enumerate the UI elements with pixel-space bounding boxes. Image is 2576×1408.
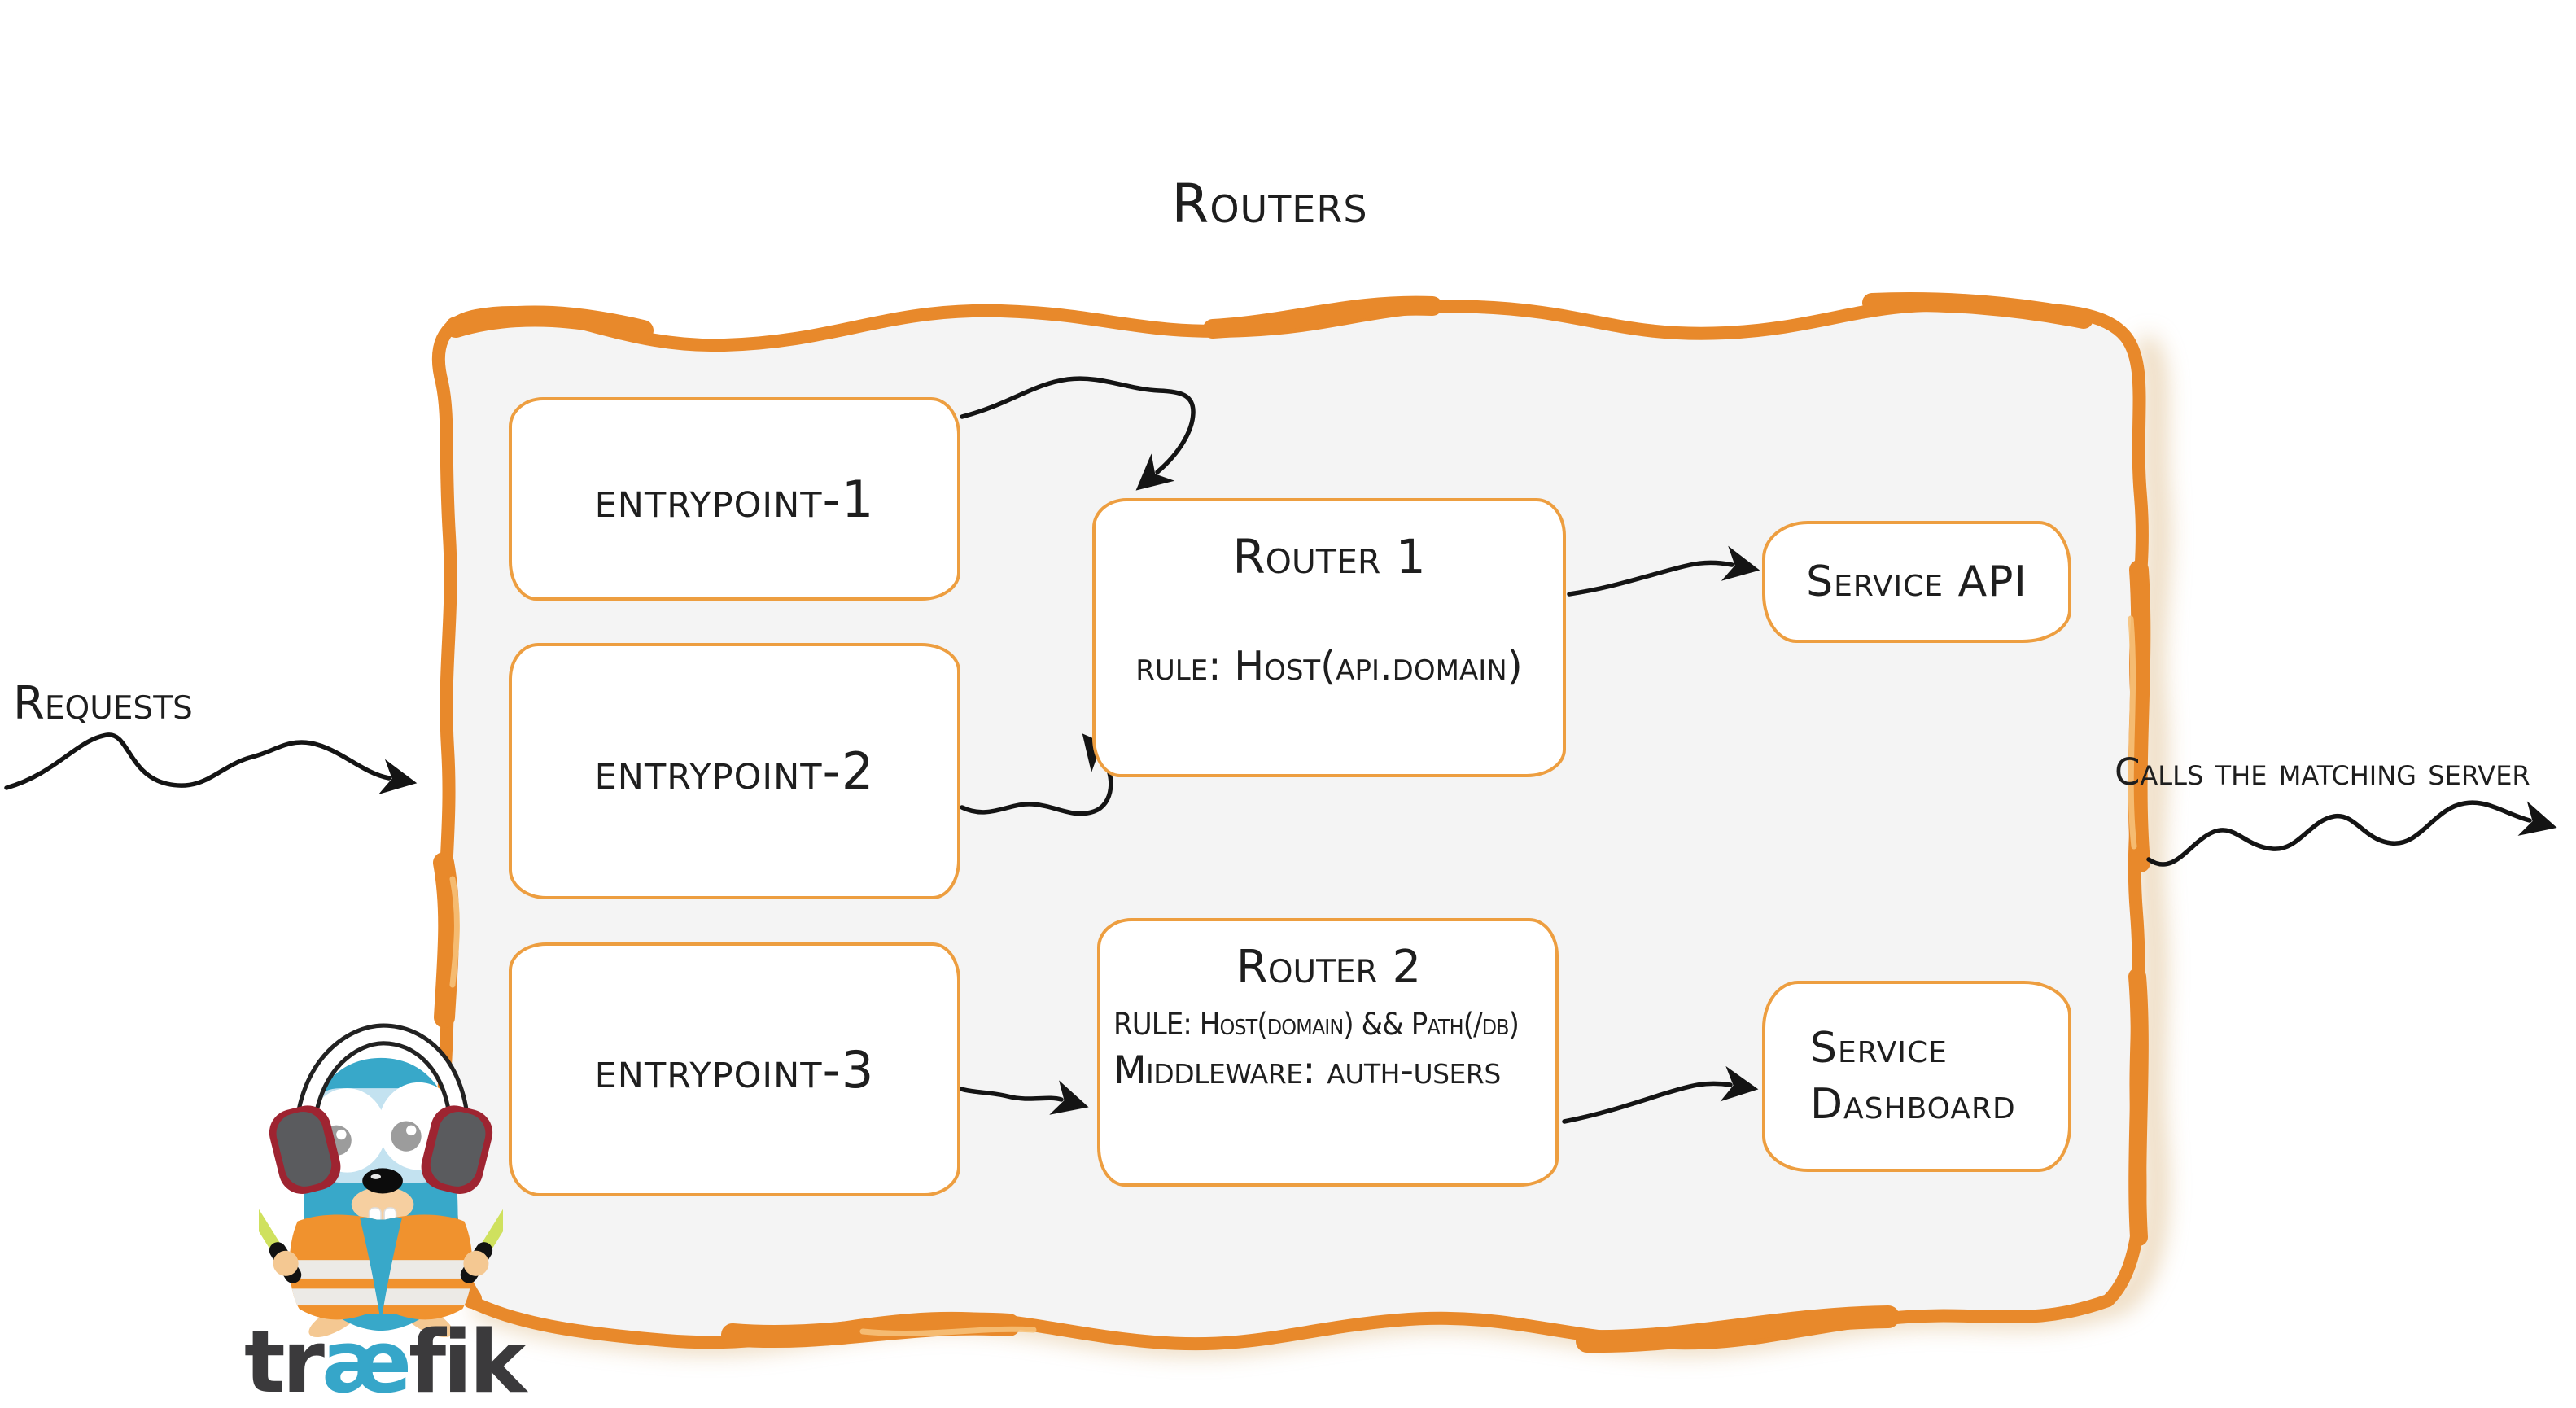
router-1-title: Router 1: [1232, 529, 1426, 584]
wordmark-ae: æ: [321, 1312, 412, 1408]
router-2-middleware: Middleware: auth-users: [1113, 1048, 1501, 1093]
glowstick-left: [259, 1170, 302, 1283]
headphones-cup-left: [269, 1105, 341, 1194]
glowstick-right: [460, 1170, 503, 1283]
entrypoint-1-box: entrypoint-1: [509, 397, 960, 601]
wordmark-tr: tr: [244, 1312, 325, 1408]
gopher-nose-highlight: [370, 1174, 381, 1179]
traefik-wordmark: træfik: [244, 1312, 527, 1408]
headphones-band: [298, 1027, 466, 1135]
router-1-box: Router 1 rule: Host(api.domain): [1092, 498, 1566, 777]
gopher-hand-right: [463, 1250, 489, 1276]
gopher-muzzle: [351, 1187, 414, 1222]
entrypoint-3-box: entrypoint-3: [509, 942, 960, 1196]
service-dashboard-label-line1: Service: [1810, 1023, 1948, 1073]
router-2-box: Router 2 RULE: Host(domain) && Path(/db)…: [1097, 918, 1559, 1187]
router-2-rule: RULE: Host(domain) && Path(/db): [1113, 1007, 1520, 1042]
requests-label: Requests: [13, 677, 193, 730]
service-dashboard-box: Service Dashboard: [1762, 981, 2071, 1172]
entrypoint-3-label: entrypoint-3: [594, 1039, 875, 1100]
gopher-nose: [362, 1168, 403, 1194]
container-brush-highlights: [449, 615, 2137, 1336]
arrow-entrypoint1-to-router1: [960, 376, 1196, 491]
arrow-requests-to-container: [4, 732, 418, 794]
container-brush-accents: [433, 291, 2151, 1353]
gopher-vest: [289, 1214, 473, 1320]
service-dashboard-label-line2: Dashboard: [1810, 1079, 2016, 1129]
calls-label: Calls the matching server: [2115, 750, 2530, 794]
entrypoint-2-box: entrypoint-2: [509, 643, 960, 899]
service-api-label: Service API: [1806, 558, 2027, 606]
entrypoint-2-label: entrypoint-2: [594, 741, 875, 801]
headphones-cup-right: [421, 1105, 493, 1194]
page-title: Routers: [1171, 173, 1368, 235]
arrow-container-to-calls: [2146, 800, 2557, 867]
service-api-box: Service API: [1762, 521, 2071, 643]
arrow-router2-to-servicedashboard: [1562, 1065, 1759, 1124]
gopher-pupil-left-highlight: [336, 1129, 347, 1140]
entrypoint-1-label: entrypoint-1: [594, 469, 875, 529]
arrow-entrypoint2-to-router1: [960, 733, 1119, 816]
gopher-pupil-right: [391, 1121, 422, 1152]
gopher-pupil-right-highlight: [406, 1125, 417, 1136]
arrow-router1-to-serviceapi: [1567, 545, 1760, 597]
gopher-hand-left: [273, 1250, 299, 1276]
router-2-title: Router 2: [1236, 941, 1422, 994]
router-1-rule: rule: Host(api.domain): [1135, 643, 1523, 689]
traefik-gopher-icon: [259, 1023, 503, 1337]
wordmark-fik: fik: [409, 1312, 527, 1408]
